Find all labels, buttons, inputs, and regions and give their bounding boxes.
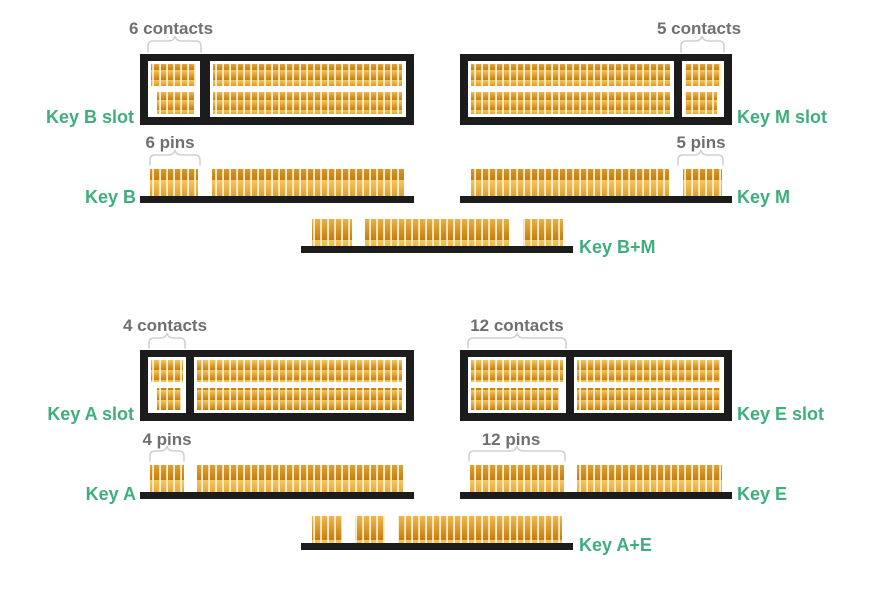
key-bm-edge	[301, 219, 573, 253]
key-a-edge-label: Key A	[86, 484, 136, 504]
key-ae-edge-label: Key A+E	[579, 535, 652, 555]
key-b-edge-count: 6 pins	[145, 133, 194, 152]
key-m-edge	[460, 169, 732, 203]
key-e-slot-label: Key E slot	[737, 404, 824, 424]
key-m-slot	[460, 54, 732, 125]
key-b-slot-count: 6 contacts	[129, 19, 213, 38]
key-m-slot-count: 5 contacts	[657, 19, 741, 38]
key-m-edge-brace	[677, 149, 724, 166]
key-a-slot-label: Key A slot	[47, 404, 134, 424]
key-e-edge-brace	[468, 445, 566, 462]
key-bm-edge-label: Key B+M	[579, 237, 656, 257]
key-a-edge-count: 4 pins	[142, 430, 191, 449]
key-a-slot-brace	[148, 332, 186, 349]
key-b-slot-label: Key B slot	[46, 107, 134, 127]
key-b-slot-brace	[147, 35, 202, 53]
key-b-slot	[140, 54, 414, 125]
key-b-edge-label: Key B	[85, 187, 136, 207]
key-e-slot-count: 12 contacts	[470, 316, 564, 335]
key-b-edge-brace	[149, 149, 201, 166]
key-m-slot-brace	[680, 35, 725, 53]
key-e-edge	[460, 465, 732, 499]
key-e-slot	[460, 350, 732, 421]
key-ae-edge	[301, 516, 573, 550]
key-m-edge-label: Key M	[737, 187, 790, 207]
key-e-edge-label: Key E	[737, 484, 787, 504]
key-a-edge-brace	[149, 445, 185, 462]
key-m-edge-count: 5 pins	[676, 133, 725, 152]
key-a-edge	[140, 465, 414, 499]
key-a-slot	[140, 350, 414, 421]
key-e-edge-count: 12 pins	[482, 430, 541, 449]
key-b-edge	[140, 169, 414, 203]
key-m-slot-label: Key M slot	[737, 107, 827, 127]
key-e-slot-brace	[467, 332, 567, 349]
key-a-slot-count: 4 contacts	[123, 316, 207, 335]
